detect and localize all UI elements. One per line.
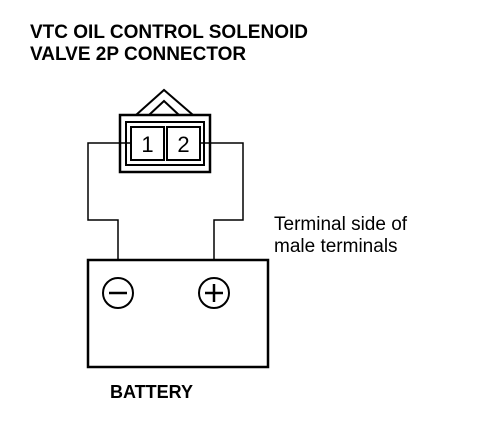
pin-2-label: 2 xyxy=(177,132,189,157)
title-line-1: VTC OIL CONTROL SOLENOID xyxy=(30,22,308,43)
terminal-side-note: Terminal side of male terminals xyxy=(274,214,407,258)
connector-latch xyxy=(135,88,194,116)
wires xyxy=(87,142,244,275)
note-line-1: Terminal side of xyxy=(274,214,408,235)
connector-latch-inner xyxy=(148,99,180,116)
battery-case xyxy=(86,258,270,369)
battery-label: BATTERY xyxy=(110,382,193,402)
note-line-2: male terminals xyxy=(274,236,398,257)
battery xyxy=(86,258,270,369)
wire-pin2-to-positive xyxy=(200,142,244,275)
title-line-2: VALVE 2P CONNECTOR xyxy=(30,44,247,65)
pin-2-cell xyxy=(166,126,201,161)
pin-1-cell xyxy=(130,126,165,161)
pin-1-label: 1 xyxy=(141,132,153,157)
plus-icon xyxy=(198,277,230,309)
minus-icon xyxy=(102,277,134,309)
wire-pin1-to-negative xyxy=(87,142,131,275)
diagram-title: VTC OIL CONTROL SOLENOID VALVE 2P CONNEC… xyxy=(30,22,450,66)
connector-2p: 1 2 xyxy=(118,88,212,174)
